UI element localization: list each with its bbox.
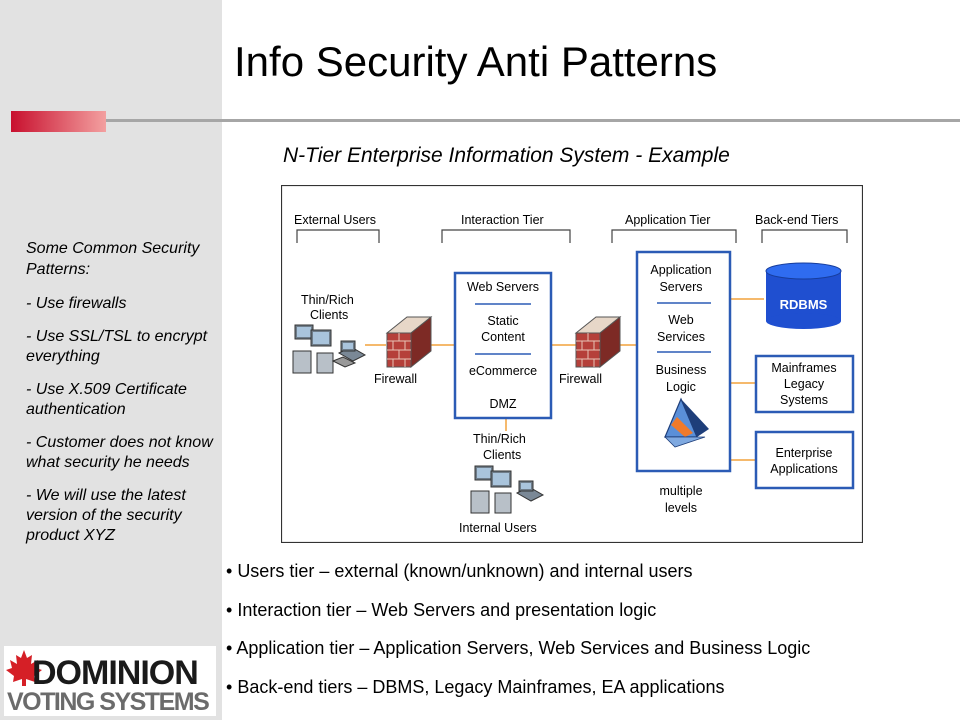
logic-label: Logic (666, 380, 696, 394)
firewall-icon-1 (385, 315, 433, 369)
mainframes-label-1: Mainframes (771, 361, 836, 375)
enterprise-applications-box (754, 430, 855, 490)
mainframes-label-3: Systems (780, 393, 828, 407)
services-label: Services (657, 330, 705, 344)
sidebar-heading: Some Common Security Patterns: (26, 240, 200, 278)
levels-label: levels (665, 501, 697, 515)
servers-label: Servers (659, 280, 702, 294)
web-servers-box (453, 271, 553, 420)
application-label: Application (650, 263, 711, 277)
internal-clients-label-2: Clients (483, 448, 521, 462)
bracket-backend (761, 229, 848, 243)
bullet-item: Application tier – Application Servers, … (226, 637, 956, 676)
dmz-label: DMZ (489, 397, 516, 411)
logo-line-2: VOTING SYSTEMS (7, 688, 209, 716)
web-label: Web (668, 313, 694, 327)
maple-leaf-icon (6, 650, 42, 686)
firewall-label-1: Firewall (374, 372, 417, 386)
static-label: Static (487, 314, 518, 328)
accent-bar (11, 111, 106, 132)
bullet-item: Back-end tiers – DBMS, Legacy Mainframes… (226, 676, 956, 715)
external-clients-label-1: Thin/Rich (301, 293, 354, 307)
sidebar-item: - Customer does not know what security h… (26, 434, 213, 471)
external-clients-label-2: Clients (310, 308, 348, 322)
connector-lines (365, 298, 764, 461)
bracket-application (611, 229, 737, 243)
slide-title: Info Security Anti Patterns (234, 38, 718, 85)
internal-users-label: Internal Users (459, 521, 537, 535)
tier-label-application: Application Tier (625, 213, 710, 227)
mainframes-label-2: Legacy (784, 377, 825, 391)
external-computers-icon (292, 324, 367, 374)
bracket-interaction (441, 229, 571, 243)
web-servers-label: Web Servers (467, 280, 539, 294)
internal-computers-icon (470, 465, 545, 514)
ecommerce-label: eCommerce (469, 364, 537, 378)
business-logic-icon (664, 397, 709, 448)
tier-label-backend: Back-end Tiers (755, 213, 838, 227)
logo-line-1: DOMINION (32, 654, 198, 692)
tier-label-external: External Users (294, 213, 376, 227)
diagram-subtitle: N-Tier Enterprise Information System - E… (283, 144, 730, 167)
mainframes-box (754, 354, 855, 414)
bullet-item: Users tier – external (known/unknown) an… (226, 560, 956, 599)
bullet-item: Interaction tier – Web Servers and prese… (226, 599, 956, 638)
enterprise-label-2: Applications (770, 462, 837, 476)
title-divider (106, 119, 960, 122)
sidebar-item: - We will use the latest version of the … (26, 487, 186, 544)
internal-clients-label-1: Thin/Rich (473, 432, 526, 446)
dominion-logo: DOMINION VOTING SYSTEMS (4, 646, 216, 716)
business-label: Business (656, 363, 707, 377)
tier-label-interaction: Interaction Tier (461, 213, 544, 227)
multiple-label: multiple (659, 484, 702, 498)
sidebar-item: - Use SSL/TSL to encrypt everything (26, 328, 208, 365)
rdbms-database-icon (765, 262, 842, 329)
tier-summary-list: Users tier – external (known/unknown) an… (226, 560, 956, 714)
content-label: Content (481, 330, 525, 344)
bracket-external (296, 229, 380, 243)
rdbms-label: RDBMS (780, 297, 828, 312)
sidebar-item: - Use firewalls (26, 295, 127, 312)
sidebar-list: - Use firewalls - Use SSL/TSL to encrypt… (26, 294, 218, 559)
sidebar-item: - Use X.509 Certificate authentication (26, 381, 187, 418)
firewall-label-2: Firewall (559, 372, 602, 386)
firewall-icon-2 (574, 315, 622, 369)
n-tier-diagram: External Users Interaction Tier Applicat… (281, 185, 863, 543)
enterprise-label-1: Enterprise (776, 446, 833, 460)
